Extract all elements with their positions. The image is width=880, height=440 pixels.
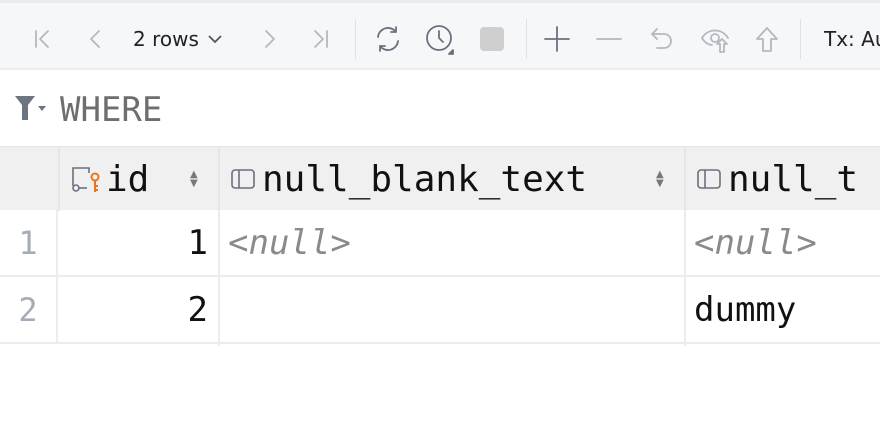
column-divider — [218, 210, 220, 346]
history-clock-icon[interactable] — [422, 23, 458, 55]
transaction-mode-dropdown[interactable]: Tx: Au — [824, 27, 880, 51]
separator — [800, 19, 801, 59]
revert-icon[interactable] — [645, 23, 679, 55]
table-row[interactable]: 1 1 <null> <null> — [0, 210, 880, 277]
column-header-id[interactable]: id ▲▼ — [58, 147, 220, 211]
rows-dropdown[interactable]: 2 rows — [133, 27, 223, 51]
separator — [355, 19, 356, 59]
column-icon — [697, 169, 721, 189]
refresh-icon[interactable] — [370, 23, 406, 55]
where-label: WHERE — [60, 90, 163, 130]
cell-null-t[interactable]: <null> — [694, 223, 817, 263]
row-number: 2 — [0, 277, 58, 342]
submit-icon[interactable] — [750, 23, 784, 55]
sort-icon[interactable]: ▲▼ — [656, 169, 664, 189]
table-header: id ▲▼ null_blank_text ▲▼ null_t — [0, 146, 880, 211]
column-icon — [231, 169, 255, 189]
column-header-null-t[interactable]: null_t — [684, 147, 880, 211]
where-filter[interactable]: WHERE — [0, 72, 880, 146]
cell-null-blank-text[interactable]: <null> — [228, 223, 351, 263]
column-name: null_t — [728, 158, 859, 200]
delete-row-icon[interactable] — [592, 23, 626, 55]
chevron-down-icon — [208, 35, 222, 44]
cell-id[interactable]: 2 — [187, 290, 208, 330]
stop-icon[interactable] — [476, 23, 508, 55]
previous-page-icon[interactable] — [80, 23, 110, 55]
toolbar: 2 rows Tx: Au — [0, 0, 880, 70]
column-name: id — [106, 158, 150, 200]
table-row[interactable]: 2 2 dummy — [0, 277, 880, 344]
primary-key-icon — [72, 167, 100, 192]
row-number: 1 — [0, 210, 58, 275]
filter-icon — [15, 96, 46, 120]
column-name: null_blank_text — [262, 158, 588, 200]
column-divider — [684, 210, 686, 346]
sort-icon[interactable]: ▲▼ — [190, 169, 198, 189]
preview-changes-icon[interactable] — [698, 23, 732, 55]
separator — [526, 19, 527, 59]
next-page-icon[interactable] — [255, 23, 285, 55]
cell-null-blank-text[interactable] — [228, 277, 678, 342]
column-header-null-blank-text[interactable]: null_blank_text ▲▼ — [218, 147, 686, 211]
last-page-icon[interactable] — [305, 23, 335, 55]
cell-id[interactable]: 1 — [187, 223, 208, 263]
add-row-icon[interactable] — [540, 23, 574, 55]
cell-null-t[interactable]: dummy — [694, 290, 797, 330]
rows-label: 2 rows — [133, 27, 199, 51]
first-page-icon[interactable] — [28, 23, 58, 55]
